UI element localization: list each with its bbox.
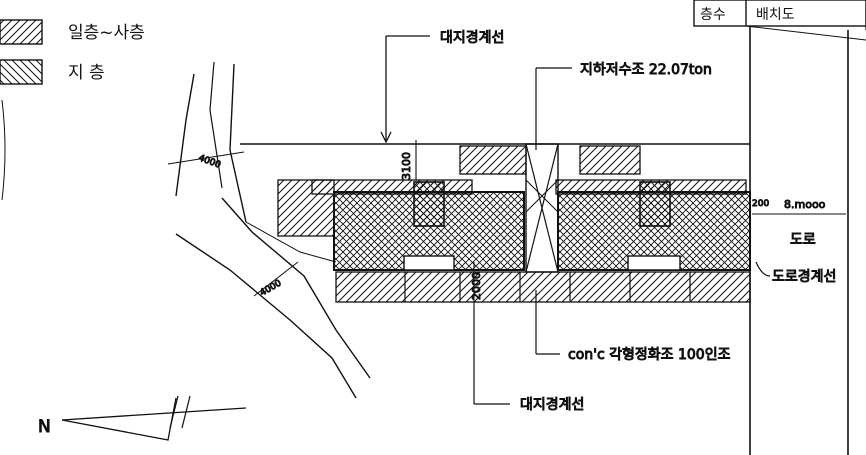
road-label: 도로 <box>790 232 816 248</box>
septic-tank-label: con'c 각형정화조 100인조 <box>568 347 731 363</box>
legend-swatch-underground <box>0 59 43 85</box>
north-arrow: N <box>38 395 247 441</box>
road-setback: 200 <box>752 199 769 209</box>
title-block: 층수 배치도 <box>693 0 866 41</box>
road-annotations: 200 8.mooo 도로 도로경계선 <box>752 198 846 286</box>
legend: 일층~사층 지 층 <box>0 19 145 85</box>
legend-swatch-above-ground <box>0 19 43 45</box>
septic-tank: con'c 각형정화조 100인조 <box>535 290 731 364</box>
site-boundary-bottom-label: 대지경계선 <box>520 397 584 413</box>
dim-bottom-setback: 2000 <box>470 272 483 300</box>
site-boundary-top-label: 대지경계선 <box>440 30 504 46</box>
road-boundary-label: 도로경계선 <box>772 269 836 285</box>
legend-label-above-ground: 일층~사층 <box>68 23 145 43</box>
site-boundary-top: 대지경계선 <box>240 30 750 145</box>
water-tank-label: 지하저수조 22.07ton <box>580 62 712 78</box>
building-core <box>333 181 751 271</box>
sheet-label: 층수 <box>700 7 726 23</box>
drawing-name: 배치도 <box>756 7 795 23</box>
page-edge-mark <box>1 99 6 201</box>
dimensions: 3100 2000 <box>400 140 484 306</box>
legend-label-underground: 지 층 <box>68 63 105 83</box>
site-boundary-bottom: 대지경계선 <box>473 306 585 414</box>
dim-left-road-b: 4000 <box>259 278 284 298</box>
water-tank: 지하저수조 22.07ton <box>525 62 712 273</box>
north-arrow-letter: N <box>38 417 51 437</box>
dim-top-setback: 3100 <box>400 152 413 180</box>
road-width: 8.mooo <box>784 198 826 211</box>
